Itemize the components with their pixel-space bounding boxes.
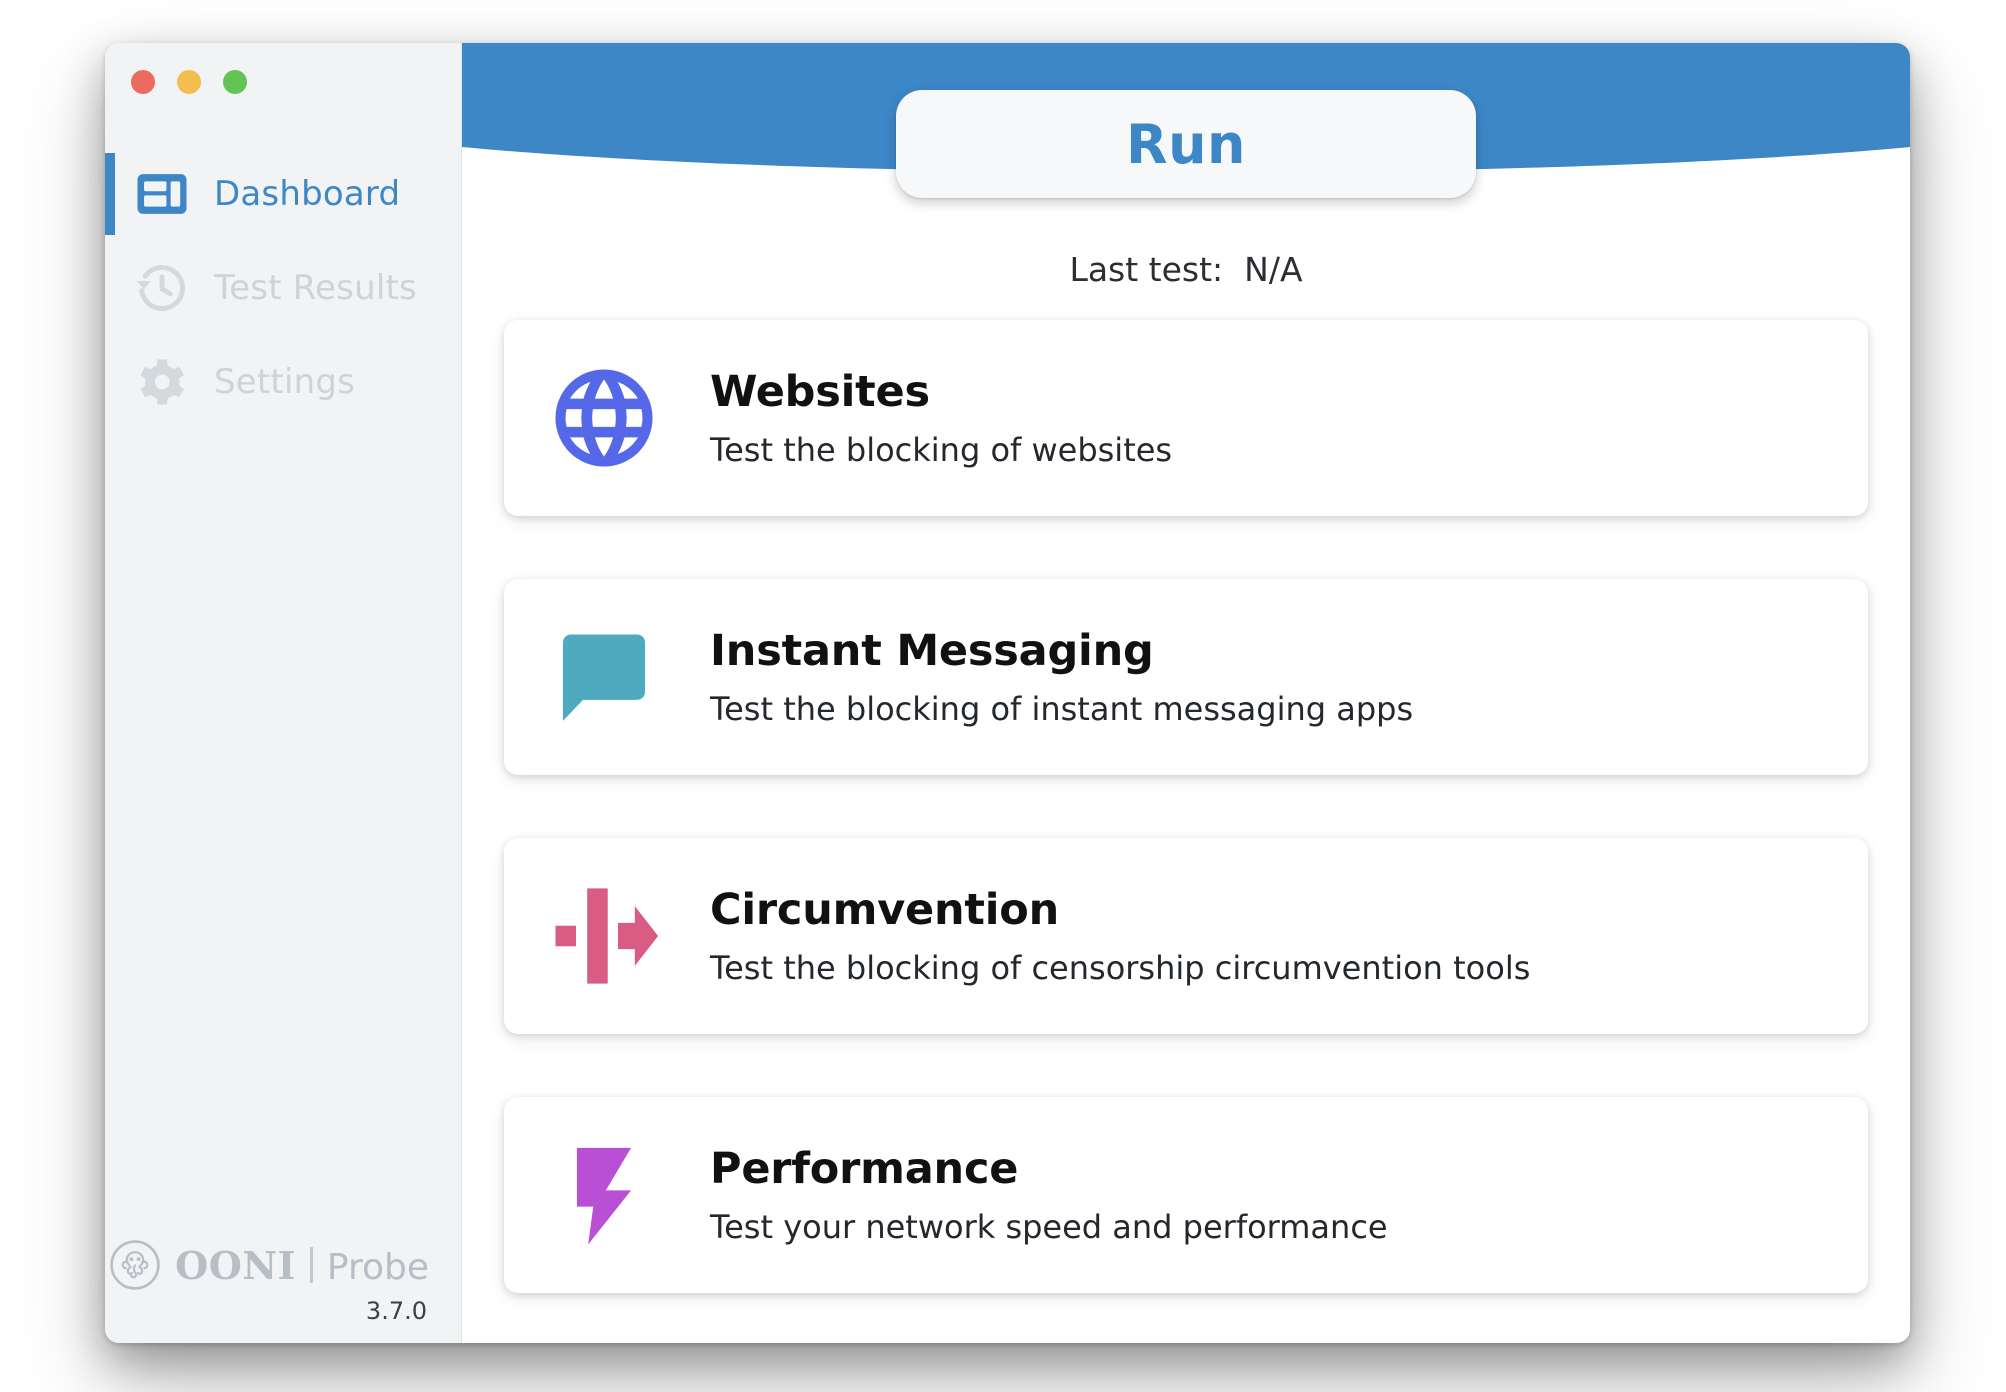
card-title: Instant Messaging	[710, 626, 1154, 676]
brand-product: Probe	[326, 1246, 429, 1288]
card-description: Test the blocking of instant messaging a…	[710, 690, 1414, 728]
test-card-performance[interactable]: Performance Test your network speed and …	[504, 1097, 1868, 1293]
card-title: Performance	[710, 1144, 1019, 1194]
chat-bubble-icon	[540, 613, 668, 741]
sidebar-item-label: Test Results	[214, 268, 417, 308]
card-description: Test the blocking of censorship circumve…	[710, 949, 1531, 987]
sidebar: Dashboard Test Results	[105, 43, 462, 1343]
test-card-websites[interactable]: Websites Test the blocking of websites	[504, 320, 1868, 516]
circumvention-arrow-icon	[540, 872, 668, 1000]
card-title: Websites	[710, 367, 930, 417]
card-description: Test the blocking of websites	[710, 431, 1173, 469]
sidebar-item-test-results[interactable]: Test Results	[105, 241, 461, 335]
test-card-circumvention[interactable]: Circumvention Test the blocking of censo…	[504, 838, 1868, 1034]
globe-icon	[540, 354, 668, 482]
gear-icon	[134, 354, 190, 410]
card-description: Test your network speed and performance	[710, 1208, 1388, 1246]
window-controls	[131, 70, 247, 94]
app-window: Dashboard Test Results	[105, 43, 1910, 1343]
sidebar-item-dashboard[interactable]: Dashboard	[105, 147, 461, 241]
history-icon	[134, 260, 190, 316]
brand-footer: OONI Probe 3.7.0	[105, 1239, 461, 1325]
main-content: Run Last test: N/A Websites Test the blo…	[462, 43, 1910, 1343]
run-button-label: Run	[1126, 112, 1246, 176]
sidebar-nav: Dashboard Test Results	[105, 147, 461, 429]
test-cards-list: Websites Test the blocking of websites I…	[462, 320, 1910, 1343]
minimize-window-button[interactable]	[177, 70, 201, 94]
lightning-bolt-icon	[540, 1131, 668, 1259]
test-card-instant-messaging[interactable]: Instant Messaging Test the blocking of i…	[504, 579, 1868, 775]
app-version: 3.7.0	[365, 1297, 427, 1325]
card-title: Circumvention	[710, 885, 1060, 935]
last-test-status: Last test: N/A	[1069, 250, 1303, 289]
brand-name: OONI	[175, 1242, 296, 1288]
sidebar-item-label: Dashboard	[214, 174, 401, 214]
maximize-window-button[interactable]	[223, 70, 247, 94]
brand-divider	[309, 1246, 313, 1283]
run-button[interactable]: Run	[896, 90, 1476, 198]
ooni-octopus-icon	[109, 1239, 161, 1291]
close-window-button[interactable]	[131, 70, 155, 94]
sidebar-item-label: Settings	[214, 362, 356, 402]
sidebar-item-settings[interactable]: Settings	[105, 335, 461, 429]
dashboard-icon	[134, 166, 190, 222]
